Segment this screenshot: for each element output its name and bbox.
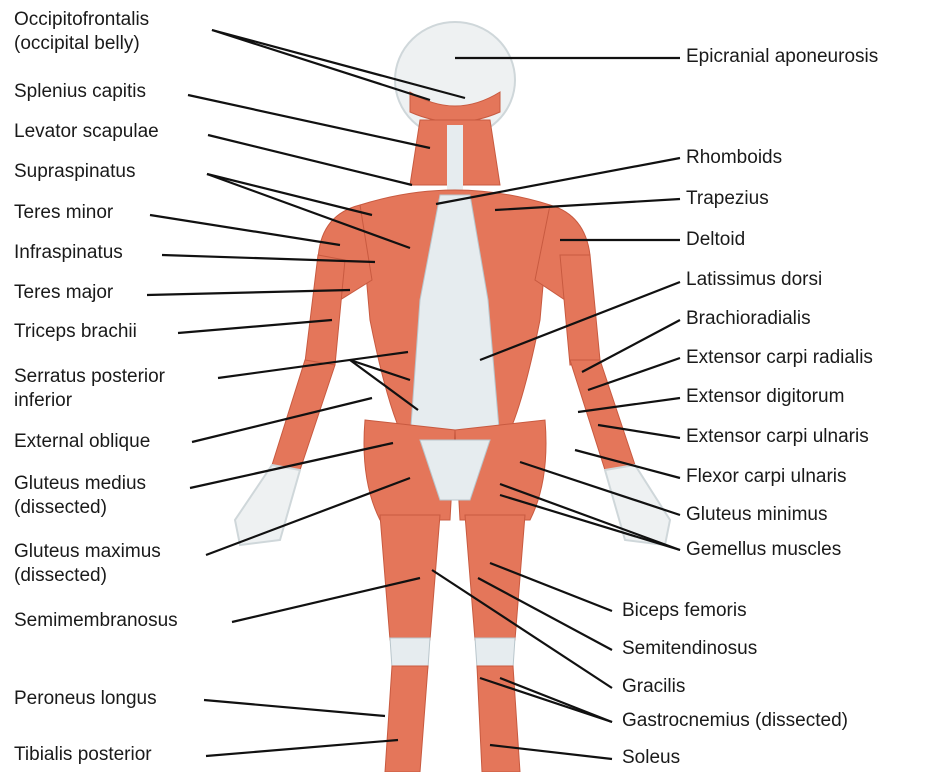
label-teres-minor: Teres minor (14, 201, 113, 225)
label-semitendinosus: Semitendinosus (622, 637, 757, 661)
label-gluteus-medius-line2: (dissected) (14, 496, 146, 520)
label-infraspinatus: Infraspinatus (14, 241, 123, 265)
label-occipitofrontalis-line1: Occipitofrontalis (14, 8, 149, 32)
left-upper-arm (305, 255, 345, 365)
leader-supraspinatus-1 (207, 174, 372, 215)
neck-tendon (447, 125, 463, 195)
label-gluteus-maximus: Gluteus maximus (dissected) (14, 540, 161, 588)
label-latissimus-dorsi: Latissimus dorsi (686, 268, 822, 292)
label-gemellus-muscles: Gemellus muscles (686, 538, 841, 562)
right-knee (475, 638, 515, 668)
right-calf (477, 666, 520, 772)
label-occipitofrontalis: Occipitofrontalis (occipital belly) (14, 8, 149, 56)
label-gluteus-medius: Gluteus medius (dissected) (14, 472, 146, 520)
leader-levator-scapulae (208, 135, 412, 185)
label-teres-major: Teres major (14, 281, 113, 305)
leader-gastrocnemius-2 (500, 678, 612, 722)
label-epicranial-aponeurosis: Epicranial aponeurosis (686, 45, 878, 69)
leader-peroneus-longus (204, 700, 385, 716)
label-trapezius: Trapezius (686, 187, 769, 211)
label-serratus-posterior-inferior: Serratus posterior inferior (14, 365, 165, 413)
leader-tibialis-posterior (206, 740, 398, 756)
label-soleus: Soleus (622, 746, 680, 770)
label-serratus-line2: inferior (14, 389, 165, 413)
label-extensor-digitorum: Extensor digitorum (686, 385, 844, 409)
label-tibialis-posterior: Tibialis posterior (14, 743, 152, 767)
label-levator-scapulae: Levator scapulae (14, 120, 159, 144)
label-gluteus-maximus-line1: Gluteus maximus (14, 540, 161, 564)
right-thigh (465, 515, 525, 640)
label-rhomboids: Rhomboids (686, 146, 782, 170)
label-splenius-capitis: Splenius capitis (14, 80, 146, 104)
leader-gluteus-minimus (520, 462, 680, 515)
label-gluteus-minimus: Gluteus minimus (686, 503, 828, 527)
left-knee (390, 638, 430, 668)
label-supraspinatus: Supraspinatus (14, 160, 135, 184)
left-thigh (380, 515, 440, 640)
label-triceps-brachii: Triceps brachii (14, 320, 137, 344)
label-occipitofrontalis-line2: (occipital belly) (14, 32, 149, 56)
left-calf (385, 666, 428, 772)
leader-teres-minor (150, 215, 340, 245)
label-gracilis: Gracilis (622, 675, 685, 699)
label-gluteus-maximus-line2: (dissected) (14, 564, 161, 588)
label-extensor-carpi-radialis: Extensor carpi radialis (686, 346, 873, 370)
right-hand (605, 465, 670, 545)
label-external-oblique: External oblique (14, 430, 150, 454)
left-hand (235, 465, 300, 545)
label-gluteus-medius-line1: Gluteus medius (14, 472, 146, 496)
label-biceps-femoris: Biceps femoris (622, 599, 747, 623)
leader-gracilis (432, 570, 612, 688)
right-upper-arm (560, 255, 600, 365)
label-gastrocnemius: Gastrocnemius (dissected) (622, 709, 848, 733)
label-semimembranosus: Semimembranosus (14, 609, 178, 633)
label-peroneus-longus: Peroneus longus (14, 687, 157, 711)
label-serratus-line1: Serratus posterior (14, 365, 165, 389)
label-extensor-carpi-ulnaris: Extensor carpi ulnaris (686, 425, 869, 449)
label-deltoid: Deltoid (686, 228, 745, 252)
label-brachioradialis: Brachioradialis (686, 307, 811, 331)
body-figure (235, 22, 670, 772)
label-flexor-carpi-ulnaris: Flexor carpi ulnaris (686, 465, 847, 489)
